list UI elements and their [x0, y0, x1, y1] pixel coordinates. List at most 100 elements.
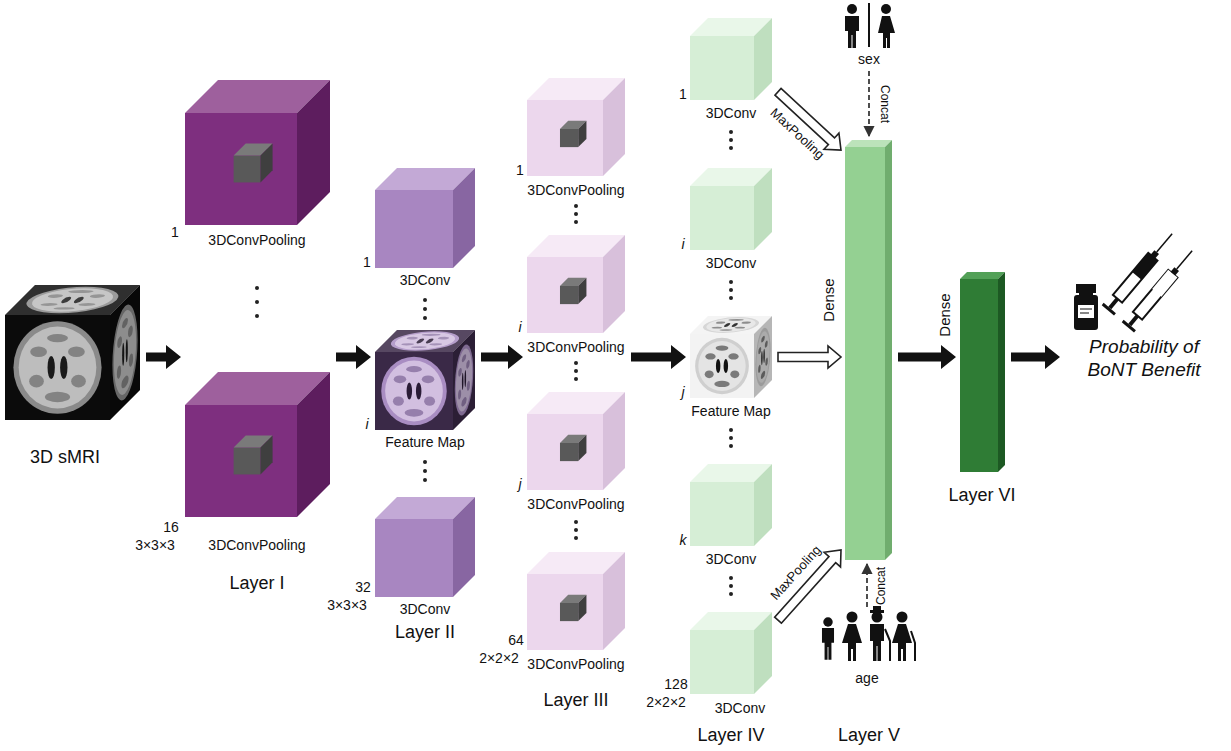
layer-label: Layer VI	[948, 485, 1015, 506]
layer-column: Layer IV13DConvi3DConvjFeature Mapk3DCon…	[690, 18, 772, 750]
conv-cube: i3DConvPooling	[527, 235, 625, 333]
flow-arrow	[898, 345, 956, 369]
channel-index: 1	[679, 86, 687, 102]
cube-shape	[424, 396, 435, 405]
dense-bar-shape	[998, 272, 1005, 472]
cube-shape	[527, 78, 625, 176]
cube-shape	[5, 315, 110, 420]
conv-cube: 642×2×23DConvPooling	[527, 552, 625, 650]
cube-shape	[705, 370, 714, 378]
cube-shape	[578, 435, 586, 461]
syringe-icon	[1177, 251, 1192, 269]
cube-shape	[405, 409, 424, 417]
input-volume: 3D sMRI	[5, 285, 140, 475]
cube-shape	[110, 285, 140, 420]
cube-shape	[375, 190, 453, 268]
channel-index: j	[681, 384, 684, 400]
age-icon	[842, 612, 862, 662]
pooling-arrow	[778, 346, 841, 368]
layer-column: Layer II13DConviFeature Map323×3×33DConv	[375, 168, 475, 648]
layer-label: Layer V	[838, 725, 900, 746]
cube-shape	[560, 286, 578, 304]
cube-shape	[453, 330, 475, 430]
cube-shape	[375, 168, 475, 268]
cube-shape	[375, 352, 453, 430]
cube-shape	[603, 392, 625, 490]
ellipsis-dots	[729, 436, 733, 440]
cube-shape	[527, 552, 625, 650]
conv-cube: 323×3×33DConv	[375, 497, 475, 597]
input-name: sex	[858, 51, 880, 67]
ellipsis-dots	[729, 146, 733, 150]
age-icon	[897, 612, 908, 623]
sex-input: sex	[834, 2, 904, 68]
ellipsis-dots	[729, 592, 733, 596]
ellipsis-dots	[574, 220, 578, 224]
cube-shape	[690, 630, 754, 694]
ellipsis-dots	[423, 307, 427, 311]
output-node: Probability of BoNT Benefit	[1064, 336, 1224, 382]
cube-shape	[603, 552, 625, 650]
operation-label: 3DConv	[706, 105, 757, 121]
cube-shape	[375, 519, 453, 597]
cube-shape	[695, 338, 749, 394]
cube-shape	[527, 100, 603, 176]
flow-arrow	[146, 345, 181, 369]
flow-arrow	[631, 345, 686, 369]
cube-shape	[406, 366, 422, 372]
ellipsis-dots	[423, 469, 427, 473]
cube-shape	[185, 113, 297, 225]
cube-shape	[394, 375, 406, 383]
cube-shape	[185, 80, 330, 225]
operation-label: 3DConv	[706, 551, 757, 567]
sex-icon	[868, 3, 870, 47]
cube-shape	[754, 316, 772, 398]
ellipsis-dots	[729, 130, 733, 134]
cube-shape	[13, 321, 101, 413]
cube-shape	[110, 285, 140, 420]
cube-shape	[297, 80, 330, 225]
dense-bar-shape	[960, 279, 998, 472]
cube-shape	[527, 257, 603, 333]
cube-shape	[690, 18, 772, 100]
cube-shape	[375, 190, 453, 268]
cube-shape	[185, 405, 297, 517]
cube-shape	[754, 168, 772, 250]
operation-label: Feature Map	[385, 434, 464, 450]
ellipsis-dots	[729, 288, 733, 292]
age-icon	[847, 612, 858, 623]
cube-shape	[578, 595, 586, 621]
channel-index: 64	[508, 632, 524, 648]
conv-cube: 1282×2×23DConv	[690, 612, 772, 694]
cube-shape	[422, 375, 434, 383]
cube-shape	[716, 346, 729, 351]
cube-shape	[603, 235, 625, 333]
cube-shape	[19, 327, 97, 409]
cube-shape	[375, 352, 453, 430]
ellipsis-dots	[255, 314, 259, 318]
channel-index: 16	[163, 519, 179, 535]
cube-shape	[453, 168, 475, 268]
ellipsis-dots	[729, 428, 733, 432]
operation-label: 3DConv	[400, 601, 451, 617]
age-icon	[823, 617, 832, 626]
conv-cube: 13DConvPooling	[527, 78, 625, 176]
cube-shape	[527, 414, 603, 490]
ellipsis-dots	[255, 300, 259, 304]
age-icon	[822, 617, 834, 660]
cube-shape	[185, 405, 297, 517]
ellipsis-dots	[423, 460, 427, 464]
ellipsis-dots	[574, 361, 578, 365]
cube-shape	[375, 330, 475, 430]
channel-index: i	[518, 319, 521, 335]
cube-shape	[453, 330, 475, 430]
flow-arrow	[1011, 345, 1060, 369]
dense-bar-shape	[960, 272, 1005, 279]
ellipsis-dots	[574, 212, 578, 216]
cube-shape	[297, 372, 330, 517]
cube-shape	[603, 78, 625, 176]
cube-shape	[560, 129, 578, 147]
operation-label: 3DConv	[715, 700, 766, 716]
cube-shape	[381, 357, 447, 426]
